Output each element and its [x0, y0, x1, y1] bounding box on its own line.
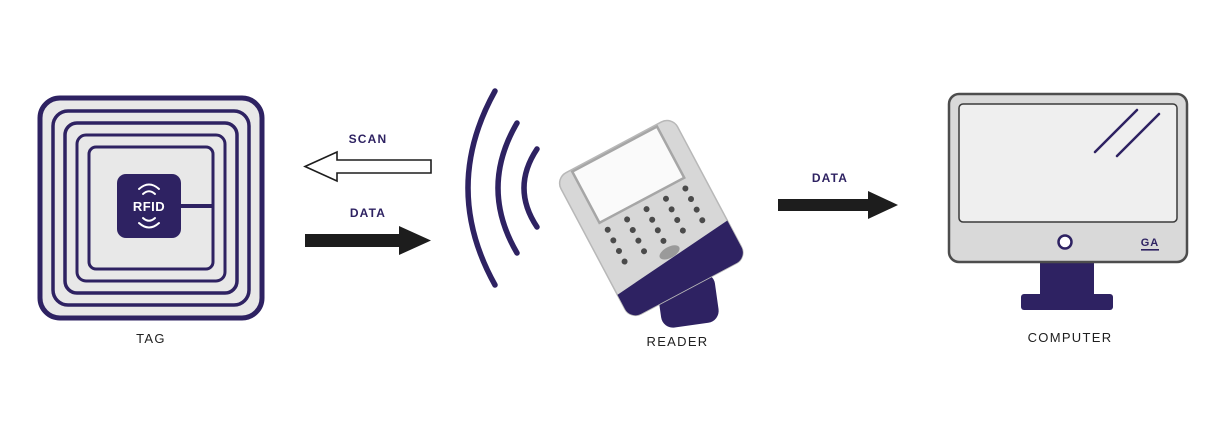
- reader-keypad: [604, 185, 706, 265]
- computer-label: COMPUTER: [1027, 330, 1113, 345]
- tag-label: TAG: [136, 331, 166, 346]
- monitor-stand-neck: [1040, 262, 1094, 294]
- screen-reflection-lines: [1093, 108, 1161, 158]
- data-right-label: DATA: [811, 171, 849, 185]
- data-arrow-right-icon: [305, 226, 431, 255]
- scan-label: SCAN: [348, 132, 388, 146]
- brand-logo: GA: [1141, 237, 1160, 251]
- chip-signal-waves-icon: [138, 183, 160, 229]
- chip-text: RFID: [133, 199, 165, 214]
- signal-waves-icon: [465, 88, 540, 288]
- reader-band: [617, 220, 748, 320]
- data-arrow-right-icon: [778, 191, 898, 219]
- monitor-power-button: [1057, 234, 1073, 250]
- brand-logo-text: GA: [1141, 237, 1160, 249]
- rfid-tag-icon: RFID: [37, 95, 265, 321]
- rfid-chip: RFID: [117, 174, 181, 238]
- monitor-stand-base: [1021, 294, 1113, 310]
- reader-speaker: [659, 245, 680, 260]
- reader-label: READER: [646, 334, 709, 349]
- data-left-label: DATA: [349, 206, 387, 220]
- scan-arrow-left-icon: [303, 150, 432, 183]
- computer-monitor-icon: GA: [947, 92, 1189, 310]
- reader-device: [558, 119, 748, 328]
- rfid-reader-icon: [465, 88, 748, 328]
- monitor-screen: [958, 103, 1178, 223]
- reader-screen: [570, 124, 686, 225]
